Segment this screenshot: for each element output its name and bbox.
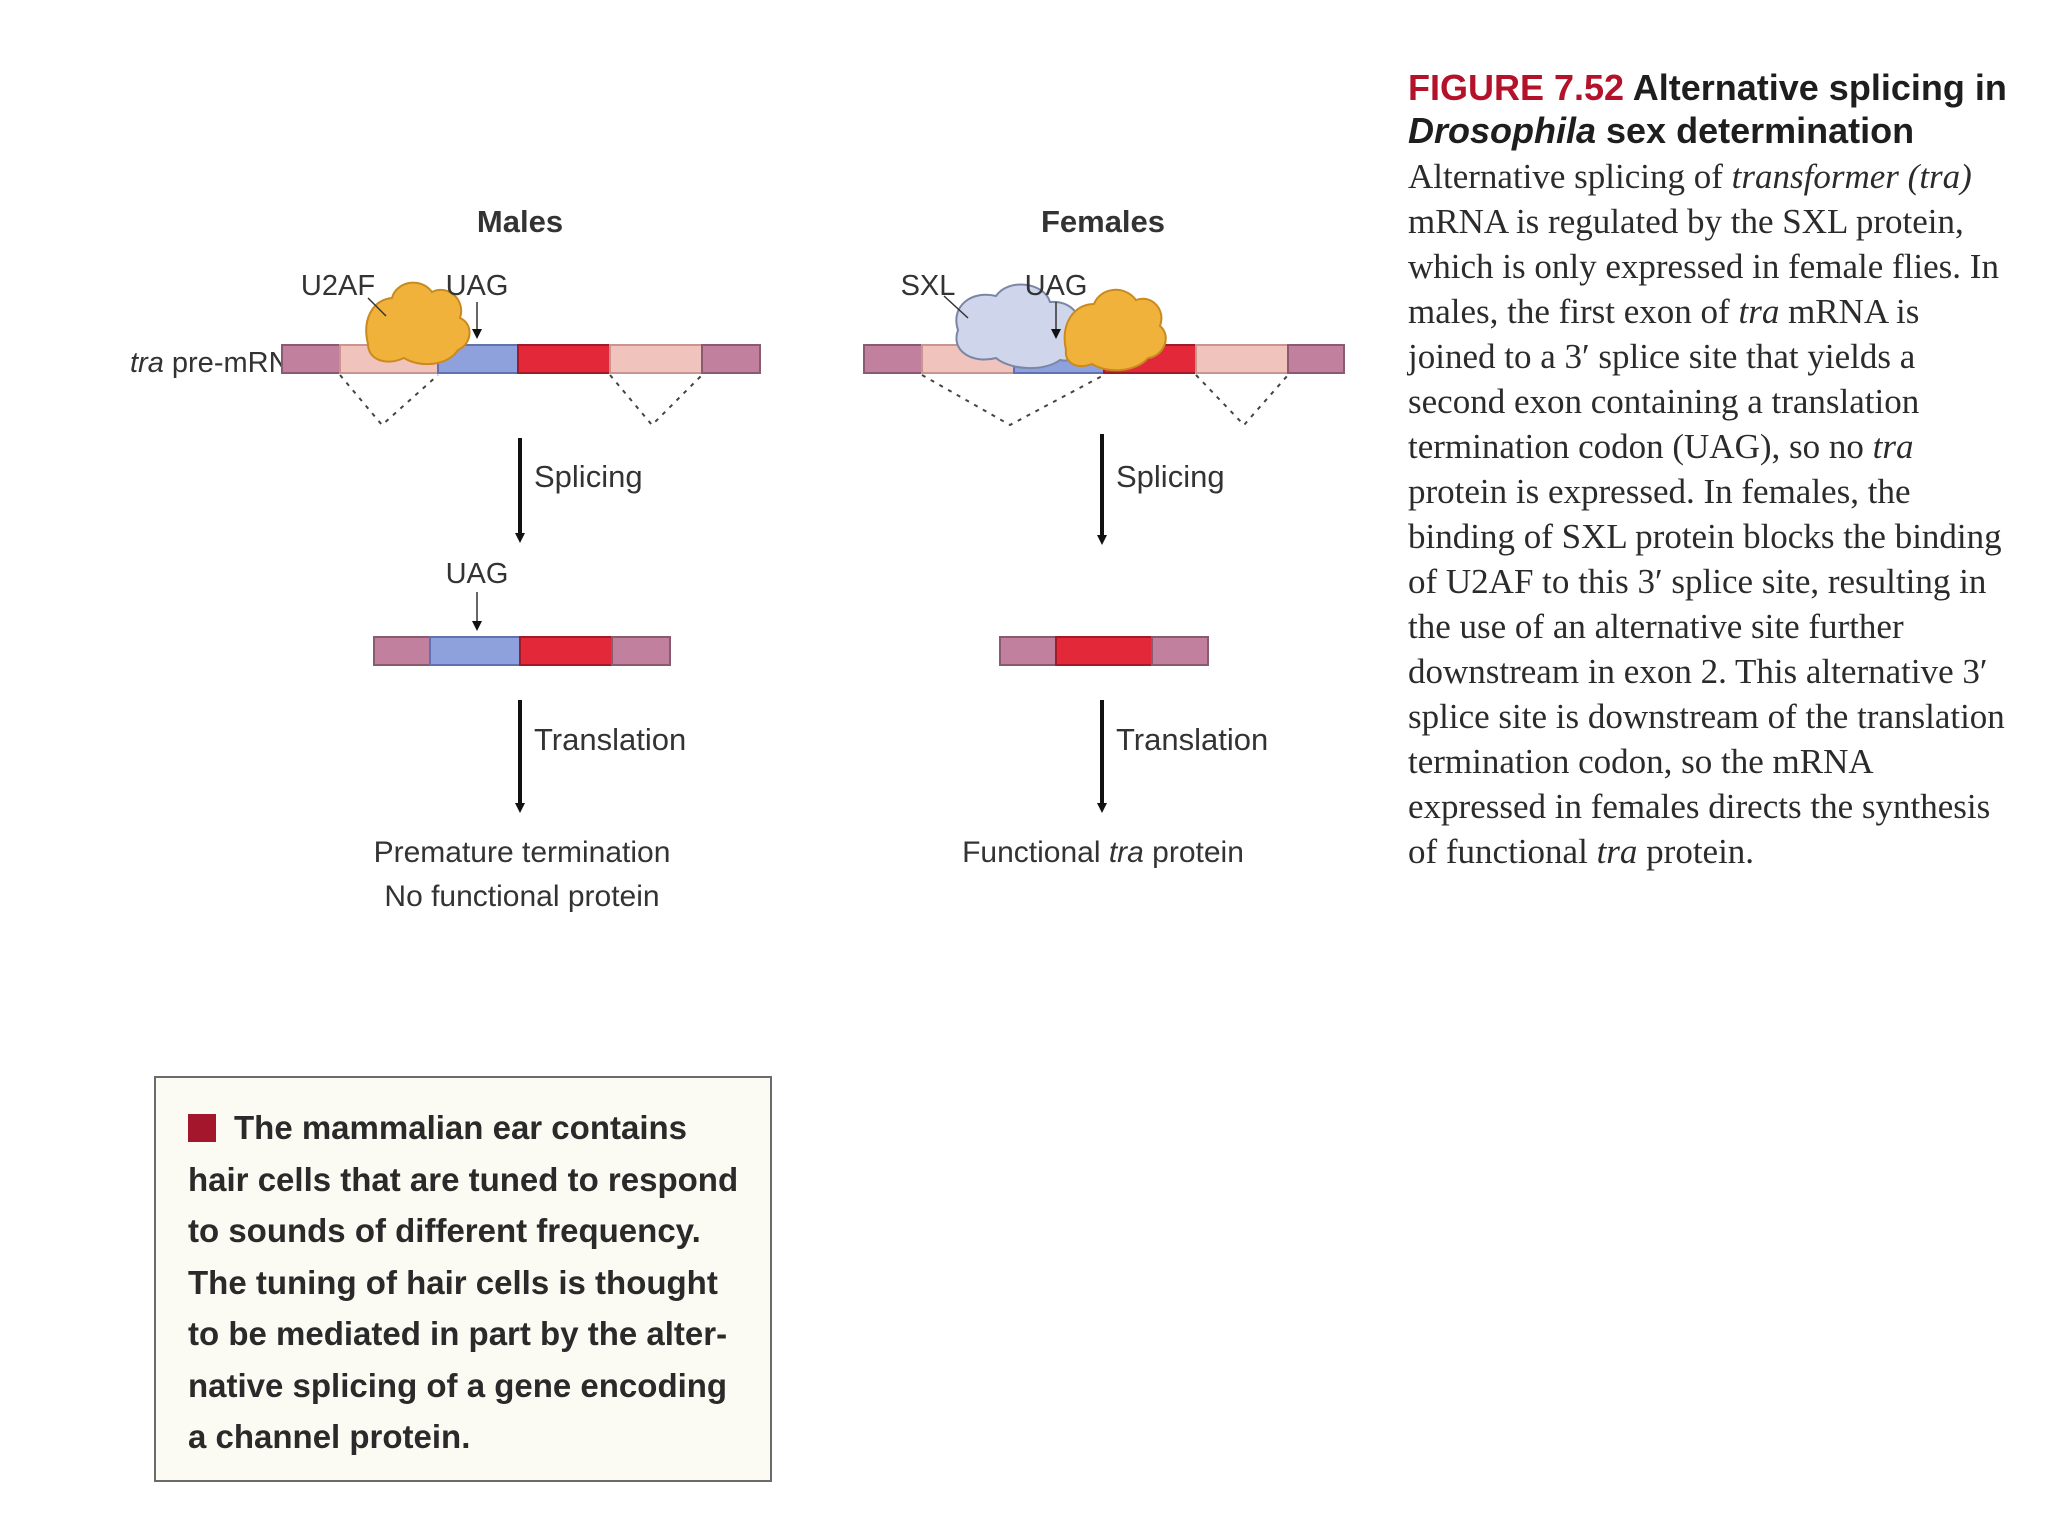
male-mrna-uag-label: UAG [446, 558, 509, 590]
margin-note-line-text: native splicing of a gene encoding [188, 1366, 728, 1404]
margin-note-line: to sounds of different frequency. [188, 1205, 744, 1257]
female-uag-label: UAG [1025, 270, 1088, 302]
females-title: Females [1041, 204, 1165, 239]
female-mrna-exon-3 [1151, 636, 1209, 666]
note-marker-square-icon [188, 1114, 216, 1142]
female-exon-3 [1287, 344, 1345, 374]
male-intron-2 [609, 344, 703, 374]
u2af-label: U2AF [301, 270, 375, 302]
caption-body: Alternative splicing of transformer (tra… [1408, 154, 2008, 874]
female-mrna-exon-1 [999, 636, 1057, 666]
margin-note-line-text: a channel protein. [188, 1418, 471, 1455]
female-mrna [999, 636, 1209, 666]
males-title: Males [477, 204, 563, 239]
female-splicing-label: Splicing [1116, 459, 1225, 494]
male-outcome-line-2: No functional protein [384, 880, 659, 913]
male-mrna-exon-blue [429, 636, 521, 666]
caption-title-part-1: Alternative splicing in [1624, 67, 2007, 108]
u2af-pointer [367, 297, 387, 317]
male-exon-red [517, 344, 611, 374]
u2af-protein-icon [365, 281, 471, 366]
caption-text-run: mRNA is regulated by the SXL protein, wh… [1408, 202, 1999, 331]
male-translation-label: Translation [534, 722, 686, 757]
caption-text-run: protein is expressed. In females, the bi… [1408, 472, 2005, 871]
margin-note-line: native splicing of a gene encoding [188, 1360, 744, 1412]
male-uag-label: UAG [446, 270, 509, 302]
caption-italic-term: tra [1738, 292, 1780, 331]
caption-italic-term: tra [1872, 427, 1914, 466]
caption-text-run: protein. [1637, 832, 1755, 871]
male-mrna [373, 636, 671, 666]
male-exon-1 [281, 344, 341, 374]
margin-note-line: hair cells that are tuned to respond [188, 1154, 744, 1206]
caption-title-italic: Drosophila [1408, 110, 1597, 151]
figure-number: FIGURE 7.52 [1408, 67, 1625, 108]
margin-note-line-text: to sounds of different frequency. [188, 1212, 701, 1249]
sxl-pointer [943, 295, 969, 319]
male-exon-3 [701, 344, 761, 374]
female-outcome-pre: Functional [962, 836, 1109, 869]
caption-text-run: mRNA is joined to a 3′ splice site that … [1408, 292, 1920, 466]
splicing-diagram: Males tra pre-mRNA U2AF UAG Splicing UAG [130, 204, 1345, 913]
caption-italic-term: tra [1596, 832, 1638, 871]
female-u2af-protein-icon [1063, 289, 1167, 372]
pre-mrna-label-italic: tra [130, 347, 164, 379]
female-mrna-exon-red [1055, 636, 1153, 666]
caption-text-run: Alternative splicing of [1408, 157, 1732, 196]
male-outcome-line-1: Premature termination [374, 836, 671, 869]
margin-note-box: The mammalian ear contains hair cells tha… [154, 1076, 772, 1482]
male-mrna-exon-1 [373, 636, 431, 666]
margin-note-line: to be mediated in part by the alter- [188, 1308, 744, 1360]
female-intron-2 [1195, 344, 1289, 374]
male-mrna-exon-red [519, 636, 613, 666]
male-mrna-exon-3 [611, 636, 671, 666]
margin-note-line: The mammalian ear contains [188, 1102, 744, 1154]
male-splicing-label: Splicing [534, 459, 643, 494]
female-splice-line-2 [1195, 374, 1289, 427]
margin-note-line-text: to be mediated in part by the alter- [188, 1315, 728, 1352]
caption-title-part-2: sex determination [1596, 110, 1915, 151]
male-pre-mrna [281, 344, 761, 374]
sxl-label: SXL [901, 270, 956, 302]
margin-note-line-text: hair cells that are tuned to respond [188, 1160, 739, 1198]
margin-note-line: The tuning of hair cells is thought [188, 1257, 744, 1309]
margin-note-text: The mammalian ear contains hair cells tha… [188, 1102, 744, 1463]
caption-italic-term: transformer (tra) [1731, 157, 1972, 196]
female-outcome: Functional tra protein [962, 836, 1244, 869]
female-exon-1 [863, 344, 923, 374]
male-splice-line-2 [609, 374, 703, 427]
caption-title: FIGURE 7.52 Alternative splicing in Dros… [1408, 66, 2008, 152]
female-outcome-italic: tra [1109, 836, 1144, 869]
margin-note-line-text: The tuning of hair cells is thought [188, 1263, 718, 1301]
margin-note-line: a channel protein. [188, 1411, 744, 1463]
female-splice-line-1 [921, 374, 1105, 427]
male-splice-line-1 [339, 374, 439, 427]
margin-note-line-text: The mammalian ear contains [234, 1109, 687, 1146]
figure-caption: FIGURE 7.52 Alternative splicing in Dros… [1408, 66, 2008, 874]
female-translation-label: Translation [1116, 722, 1268, 757]
female-outcome-post: protein [1144, 836, 1244, 869]
